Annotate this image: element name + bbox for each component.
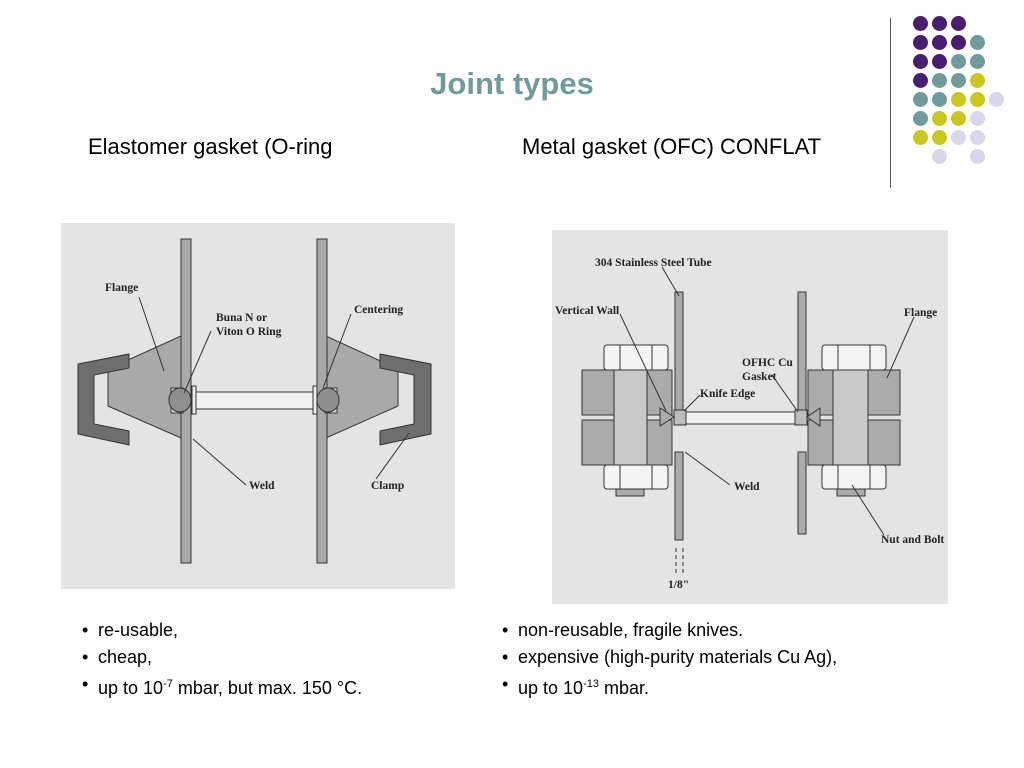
label-gasket-line2: Gasket bbox=[742, 371, 777, 383]
left-heading: Elastomer gasket (O-ring bbox=[88, 134, 333, 159]
decorative-dot bbox=[970, 73, 985, 88]
decorative-dot bbox=[932, 16, 947, 31]
decorative-dot bbox=[970, 35, 985, 50]
label-weld: Weld bbox=[734, 481, 760, 493]
list-item: up to 10-13 mbar. bbox=[498, 671, 837, 702]
label-centering: Centering bbox=[354, 304, 403, 316]
decorative-dot bbox=[970, 149, 985, 164]
right-heading: Metal gasket (OFC) CONFLAT bbox=[522, 134, 822, 159]
label-knife-edge: Knife Edge bbox=[700, 388, 755, 400]
decorative-dot bbox=[951, 54, 966, 69]
decorative-dot bbox=[932, 111, 947, 126]
label-flange: Flange bbox=[105, 282, 138, 294]
decorative-dot bbox=[913, 73, 928, 88]
label-nut-and-bolt: Nut and Bolt bbox=[881, 534, 944, 546]
decorative-dot bbox=[913, 111, 928, 126]
oring-joint-diagram: Flange Buna N or Viton O Ring Centering … bbox=[61, 223, 455, 589]
decorative-dot bbox=[951, 92, 966, 107]
list-item: re-usable, bbox=[78, 617, 362, 644]
label-oring-line2: Viton O Ring bbox=[216, 326, 282, 338]
label-weld: Weld bbox=[249, 480, 275, 492]
label-oring-line1: Buna N or bbox=[216, 312, 267, 324]
label-clamp: Clamp bbox=[371, 480, 404, 492]
decorative-dot bbox=[913, 130, 928, 145]
decorative-dot bbox=[951, 130, 966, 145]
decorative-dot bbox=[932, 35, 947, 50]
label-dimension: 1/8" bbox=[668, 579, 689, 591]
decorative-dot bbox=[913, 54, 928, 69]
label-vertical-wall: Vertical Wall bbox=[555, 305, 619, 317]
slide-title: Joint types bbox=[430, 66, 594, 101]
decorative-dot bbox=[932, 130, 947, 145]
decorative-dot bbox=[970, 92, 985, 107]
decorative-dot bbox=[932, 149, 947, 164]
left-bullet-list: re-usable, cheap, up to 10-7 mbar, but m… bbox=[78, 617, 362, 702]
right-bullet-list: non-reusable, fragile knives. expensive … bbox=[498, 617, 837, 702]
list-item: expensive (high-purity materials Cu Ag), bbox=[498, 644, 837, 671]
decorative-dot bbox=[970, 130, 985, 145]
decorative-dot bbox=[932, 54, 947, 69]
conflat-joint-diagram: 304 Stainless Steel Tube Vertical Wall F… bbox=[552, 230, 948, 604]
decorative-dot bbox=[913, 92, 928, 107]
decorative-dot bbox=[970, 111, 985, 126]
decorative-dot bbox=[932, 73, 947, 88]
list-item: cheap, bbox=[78, 644, 362, 671]
label-tube: 304 Stainless Steel Tube bbox=[595, 257, 712, 269]
decorative-dot bbox=[913, 35, 928, 50]
decorative-dot bbox=[989, 92, 1004, 107]
label-flange: Flange bbox=[904, 307, 937, 319]
list-item: up to 10-7 mbar, but max. 150 °C. bbox=[78, 671, 362, 702]
list-item: non-reusable, fragile knives. bbox=[498, 617, 837, 644]
decorative-dot bbox=[913, 16, 928, 31]
decorative-dot bbox=[951, 73, 966, 88]
divider-line bbox=[890, 18, 891, 188]
decorative-dot bbox=[970, 54, 985, 69]
decorative-dot bbox=[932, 92, 947, 107]
decorative-dot bbox=[951, 16, 966, 31]
decorative-dot bbox=[951, 111, 966, 126]
label-gasket-line1: OFHC Cu bbox=[742, 357, 793, 369]
decorative-dot bbox=[951, 35, 966, 50]
